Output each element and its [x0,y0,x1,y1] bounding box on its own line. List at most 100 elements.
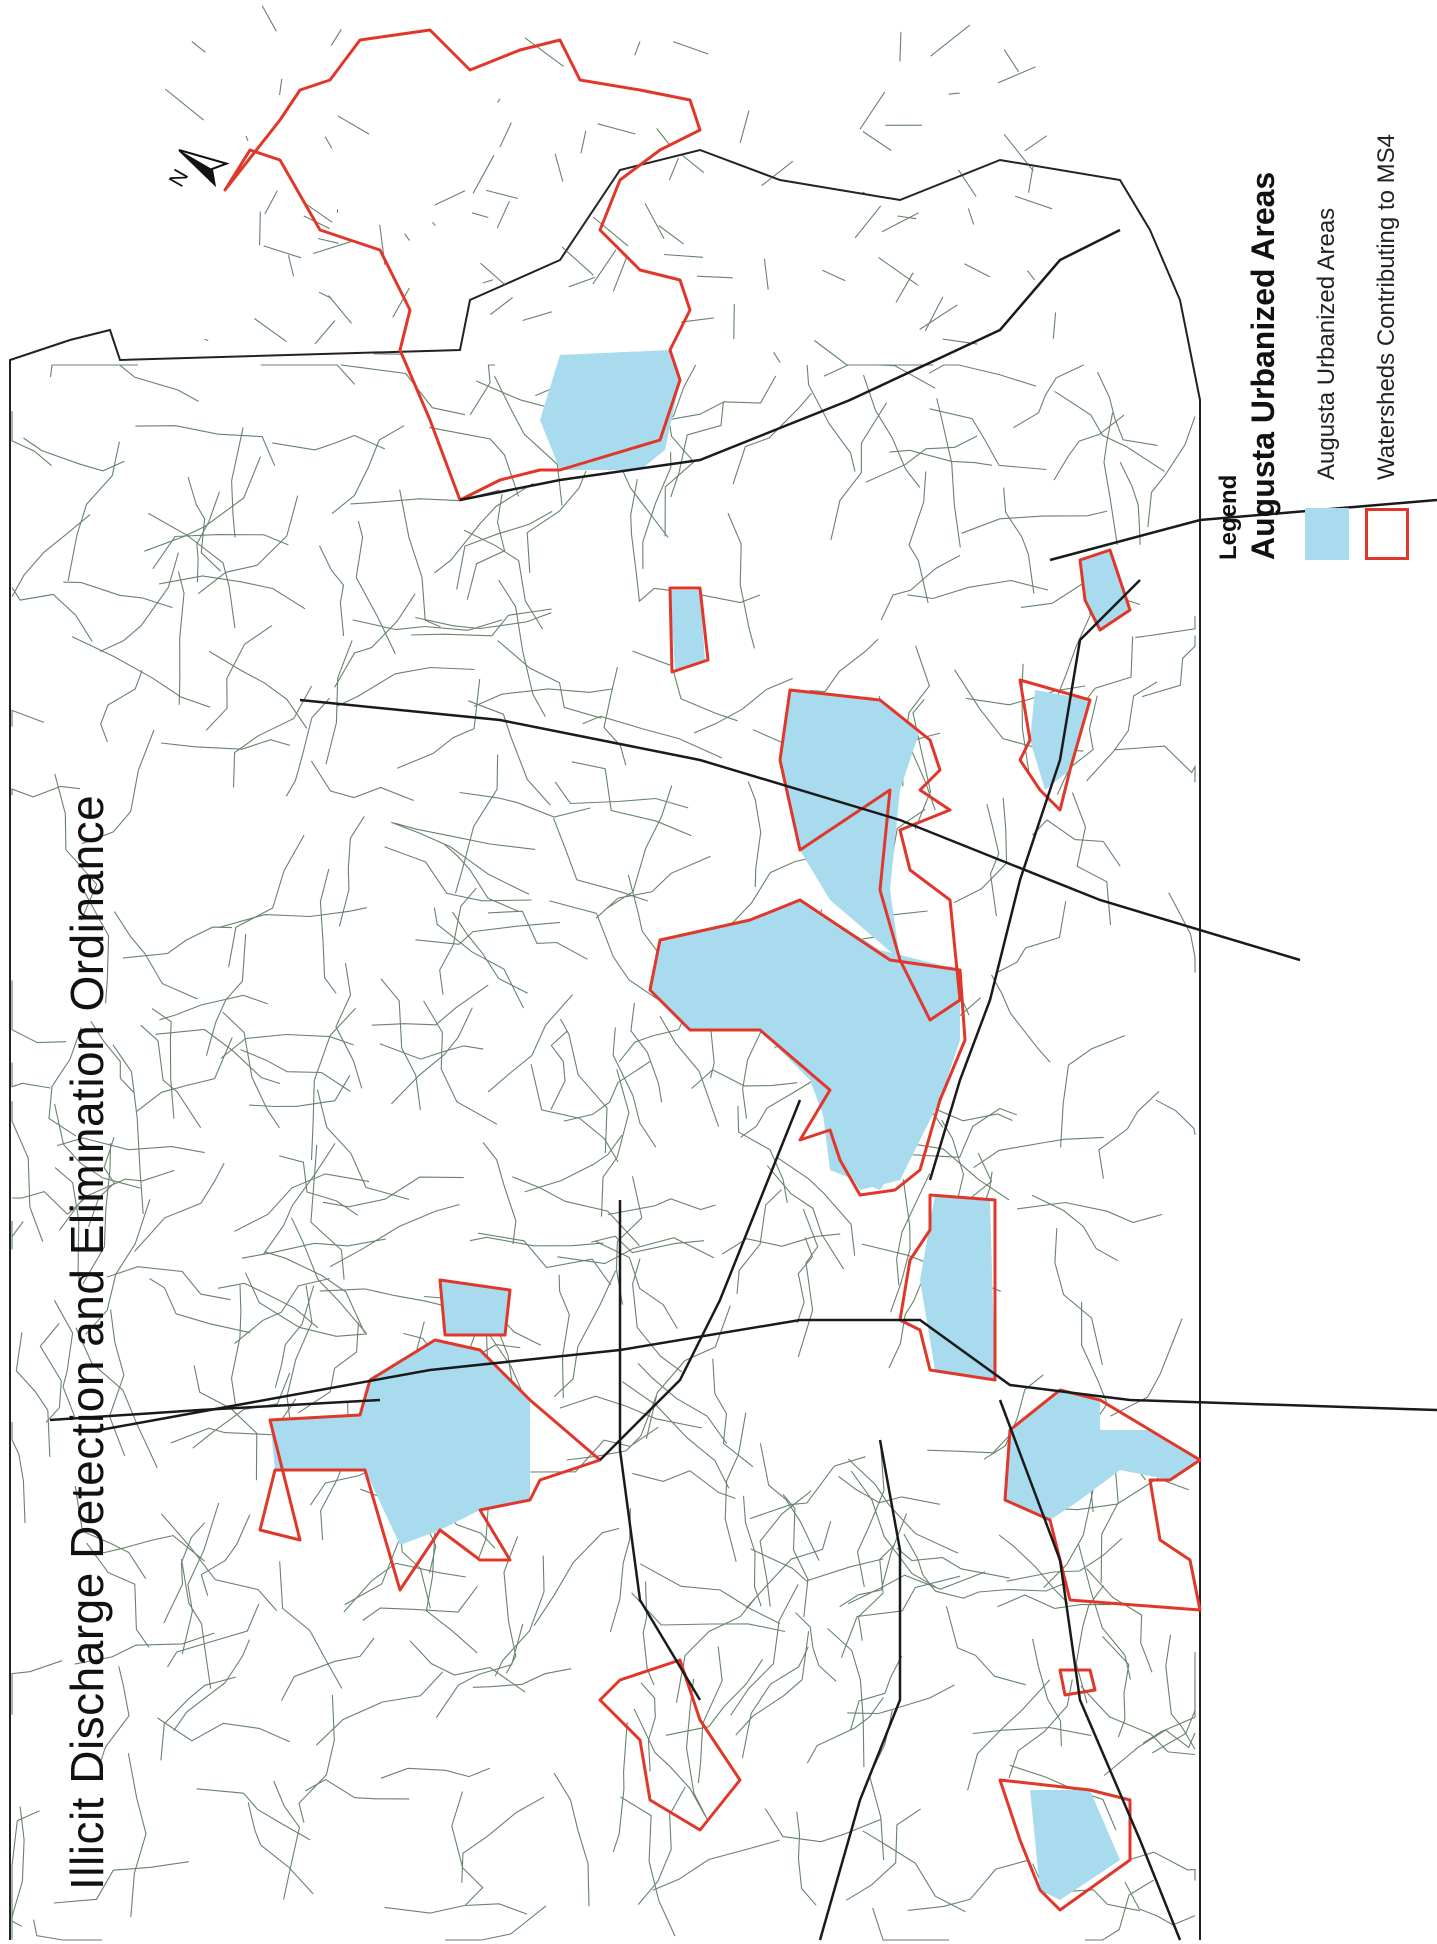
minor-road [998,1534,1069,1604]
minor-road [929,408,1047,471]
minor-road [814,340,849,366]
minor-road [1097,371,1158,446]
minor-road [463,529,544,630]
minor-road [155,1028,281,1085]
minor-road [496,200,510,229]
minor-road [384,1903,528,1915]
minor-road [122,926,232,959]
legend-heading: Legend [1215,474,1242,560]
minor-road [54,1167,81,1290]
minor-road [11,514,91,597]
urban-area-northeast-small [1080,550,1130,630]
minor-road [862,374,921,488]
minor-road [160,1513,278,1612]
minor-road [668,157,680,181]
urban-area-west-large [270,1340,530,1545]
minor-road [90,1020,135,1093]
minor-road [260,364,356,385]
minor-road [11,411,52,467]
minor-road [899,31,902,62]
minor-road [160,1676,236,1761]
minor-road [415,921,561,945]
minor-road [99,552,179,652]
minor-road [631,1592,786,1633]
minor-road [469,364,496,415]
minor-road [472,155,495,194]
minor-roads [11,5,1196,1941]
minor-road [1124,1882,1196,1926]
watershed-north [223,28,702,502]
minor-road [642,452,672,569]
highway-east [1049,498,1437,562]
minor-road [632,650,738,722]
minor-road [279,78,283,96]
minor-road [362,1586,478,1621]
minor-road [912,698,932,830]
urban-area-northwest [540,350,680,470]
minor-road [782,1493,809,1618]
legend-title: Augusta Urbanized Areas [1245,171,1281,560]
minor-road [197,495,299,595]
minor-road [391,821,530,895]
minor-road [494,1555,545,1677]
minor-road [319,868,337,994]
minor-road [1114,745,1196,783]
minor-road [23,437,125,472]
highway-north [459,228,1121,502]
minor-road [273,1780,300,1900]
minor-road [498,579,546,717]
minor-road [11,1190,88,1216]
minor-road [54,773,98,921]
minor-road [86,1542,150,1648]
minor-road [410,608,552,637]
watershed-north-strip [668,586,710,674]
minor-road [167,1603,260,1668]
minor-road [530,1064,619,1163]
minor-road [948,92,960,95]
minor-road [637,1786,686,1905]
minor-road [380,978,421,1111]
minor-road [329,1203,460,1268]
minor-road [135,425,276,466]
minor-road [997,1594,1112,1609]
minor-road [499,122,512,148]
minor-road [262,1142,336,1255]
minor-road [747,781,762,888]
minor-road [796,1237,814,1324]
legend: Legend Augusta Urbanized Areas Augusta U… [1205,134,1435,560]
minor-road [217,1282,319,1329]
legend-item-label: Augusta Urbanized Areas [1313,207,1340,480]
minor-road [322,1176,464,1208]
minor-road [331,425,405,515]
minor-road [71,636,211,708]
minor-road [1077,1543,1132,1680]
minor-road [667,375,777,421]
minor-road [247,1802,314,1895]
minor-road [316,1089,410,1200]
minor-road [399,489,441,628]
minor-road [380,1767,491,1779]
minor-road [480,262,506,286]
minor-road [473,688,613,707]
minor-road [302,201,333,223]
minor-road [249,1075,351,1108]
minor-road [285,697,331,797]
minor-road [827,1627,865,1768]
minor-road [563,1060,652,1122]
minor-road [854,205,882,239]
watershed-west [258,1338,602,1592]
minor-road [850,1470,937,1588]
watershed-south-central [898,1193,997,1382]
minor-road [896,1173,931,1286]
minor-road [839,1513,908,1608]
minor-road [355,520,396,654]
minor-road [512,1176,640,1246]
minor-road [822,269,846,282]
minor-road [379,1043,484,1060]
minor-road [58,1169,175,1231]
minor-road [482,1142,517,1245]
minor-road [409,1640,526,1693]
minor-road [961,510,1108,534]
minor-road [991,974,1051,1063]
minor-road [603,666,627,766]
